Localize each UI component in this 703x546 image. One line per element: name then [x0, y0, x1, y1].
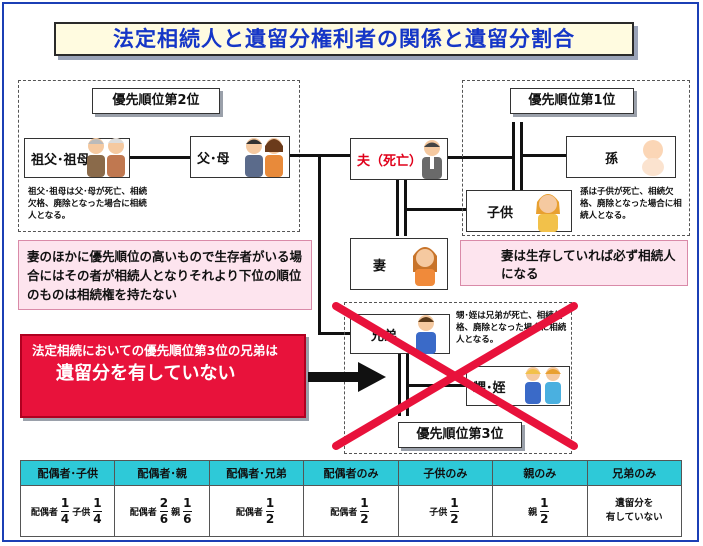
connector-to-siblings: [318, 332, 352, 335]
priority2-note: 祖父･祖母は父･母が死亡、相続欠格、廃除となった場合に相続人となる。: [28, 187, 148, 221]
grandchild-label: 孫: [605, 151, 619, 167]
child-label: 子供: [487, 205, 514, 221]
col-header: 配偶者･親: [114, 460, 210, 486]
wife-note-text: 妻は生存していれば必ず相続人になる: [501, 248, 676, 281]
parents-label: 父･母: [197, 151, 230, 167]
priority3-note: 甥･姪は兄弟が死亡、相続欠格、廃除となった場合に相続人となる。: [456, 311, 567, 345]
spouse-rule-text: 妻のほかに優先順位の高いもので生存者がいる場合にはその者が相続人となりそれより下…: [27, 249, 303, 302]
connector-husband-vertical: [318, 156, 321, 334]
wife-label: 妻: [373, 258, 387, 274]
sibling-icon: [416, 315, 436, 354]
connector-grandparents-parents: [130, 156, 190, 159]
husband-icon: [422, 140, 442, 179]
col-header: 配偶者･子供: [19, 460, 116, 486]
connector-to-children: [404, 208, 466, 211]
wife-note-box: 妻は生存していれば必ず相続人になる: [460, 240, 688, 286]
child-icon: [536, 194, 560, 232]
priority1-label: 優先順位第1位: [510, 88, 634, 114]
col-header: 配偶者のみ: [303, 460, 399, 486]
nieces-icon: [525, 367, 561, 404]
callout-line2: 遺留分を有していない: [56, 363, 236, 384]
wife-icon: [413, 247, 437, 286]
spouse-rule-note: 妻のほかに優先順位の高いもので生存者がいる場合にはその者が相続人となりそれより下…: [18, 240, 312, 310]
baby-icon: [642, 140, 664, 176]
priority1-note: 孫は子供が死亡、相続欠格、廃除となった場合に相続人となる。: [580, 187, 682, 221]
parents-icon: [245, 138, 283, 177]
col-header: 子供のみ: [397, 460, 494, 486]
arrow-right-icon: [308, 362, 386, 392]
priority2-label: 優先順位第2位: [92, 88, 220, 114]
priority1-region: [462, 80, 690, 236]
col-header: 親のみ: [492, 460, 588, 486]
cell-sibling-only: 遺留分を 有していない: [586, 485, 683, 537]
connector-husband-priority1: [448, 156, 514, 159]
callout-line1: 法定相続においての優先順位第3位の兄弟は: [32, 343, 278, 358]
reserved-share-table: 配偶者･子供 配偶者･親 配偶者･兄弟 配偶者のみ 子供のみ 親のみ 兄弟のみ …: [19, 460, 683, 537]
connector-to-grandchild: [520, 154, 568, 157]
connector-p1-right: [520, 122, 523, 208]
connector-p1-left: [512, 122, 515, 208]
col-header: 兄弟のみ: [586, 460, 683, 486]
marriage-line-left: [396, 180, 399, 236]
col-header: 配偶者･兄弟: [208, 460, 305, 486]
husband-label: 夫（死亡）: [357, 153, 423, 169]
page-title: 法定相続人と遺留分権利者の関係と遺留分割合: [54, 22, 634, 56]
priority3-label: 優先順位第3位: [398, 422, 522, 448]
connector-parents-husband: [290, 154, 350, 157]
connector-p3-left: [398, 354, 401, 416]
cross-out-icon: [332, 302, 578, 450]
siblings-callout: 法定相続においての優先順位第3位の兄弟は 遺留分を有していない: [20, 334, 306, 418]
grandparents-label: 祖父･祖母: [31, 152, 90, 168]
grandparents-icon: [87, 138, 125, 177]
